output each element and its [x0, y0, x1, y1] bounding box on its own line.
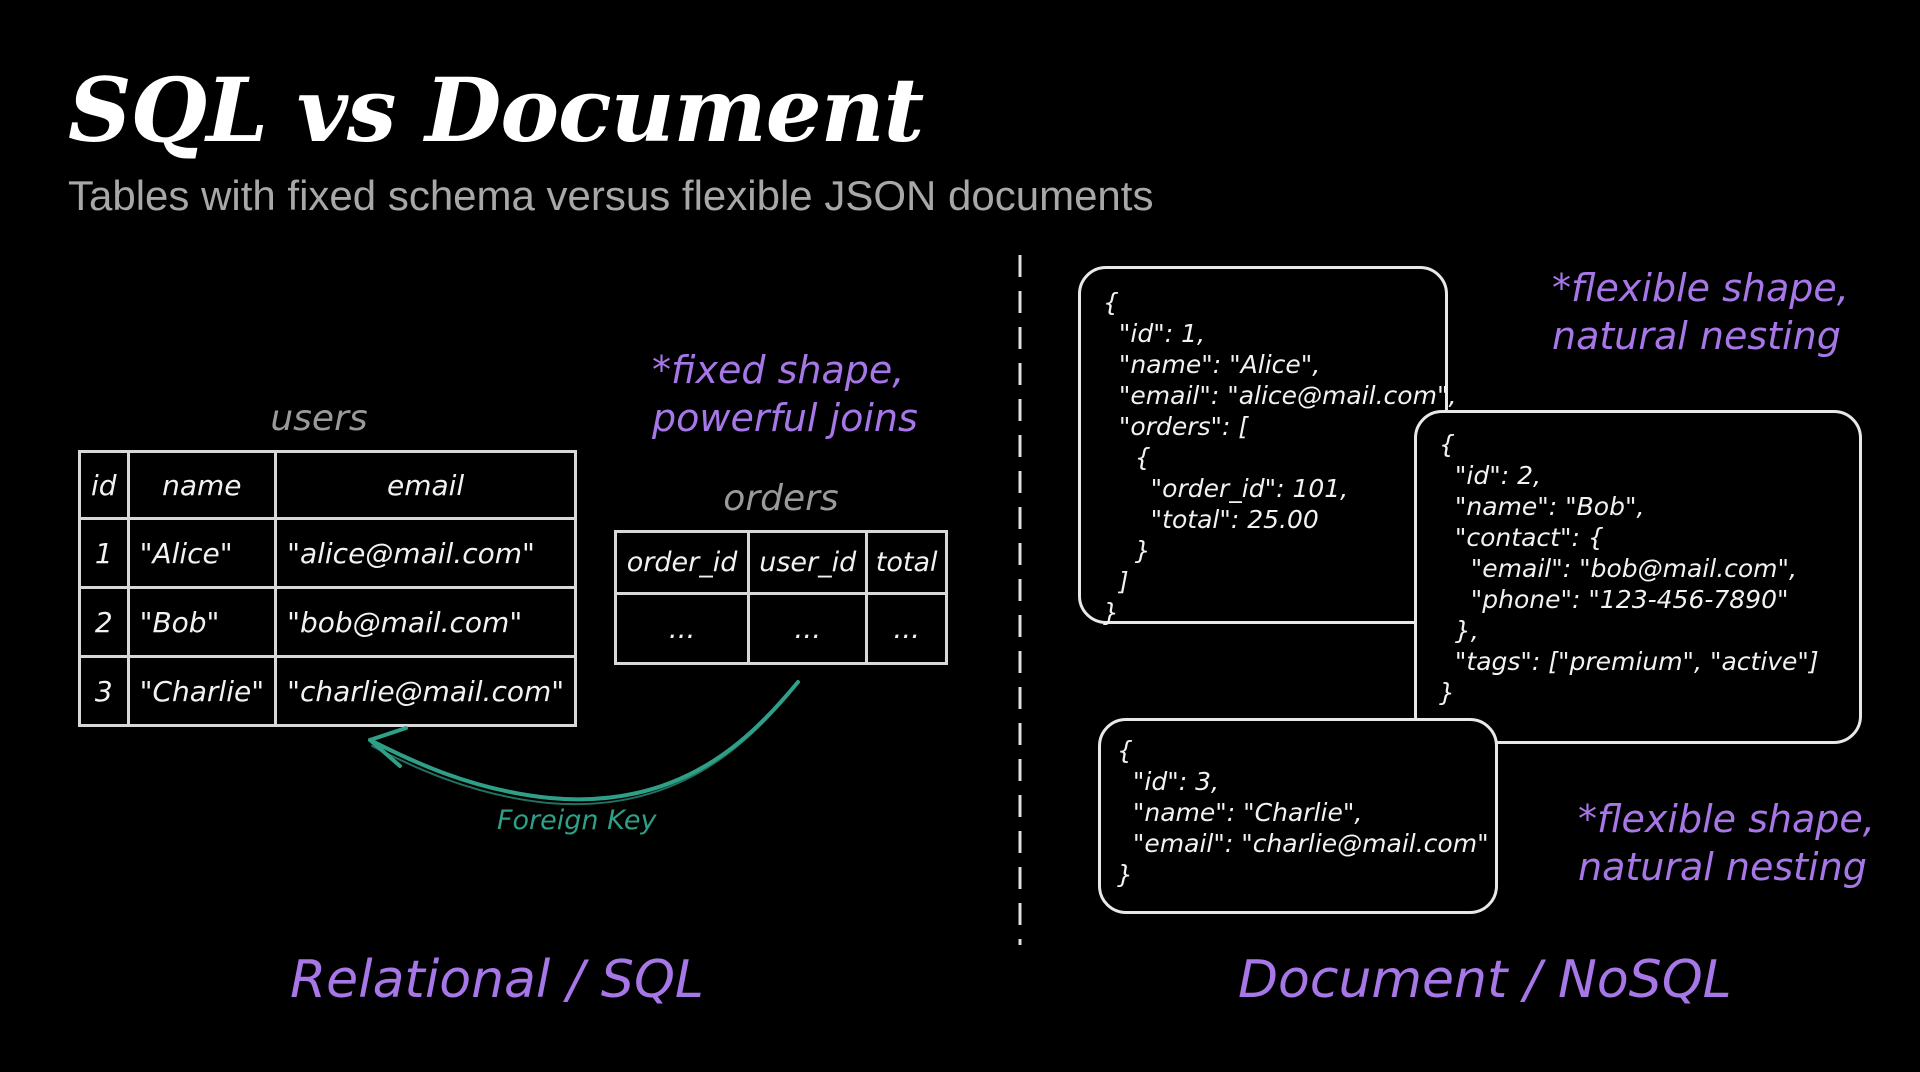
- json-document-charlie: { "id": 3, "name": "Charlie", "email": "…: [1098, 718, 1498, 914]
- relational-note-line1: *fixed shape,: [652, 348, 905, 392]
- relational-note: *fixed shape, powerful joins: [652, 346, 918, 442]
- page-title: SQL vs Document: [68, 58, 924, 162]
- cell-user-id: ...: [747, 592, 869, 665]
- orders-header-row: order_id user_id total: [613, 530, 948, 595]
- column-header-order-id: order_id: [613, 530, 751, 595]
- table-row: ... ... ...: [613, 592, 948, 665]
- json-document-alice: { "id": 1, "name": "Alice", "email": "al…: [1078, 266, 1456, 627]
- cell-id: 2: [78, 586, 130, 658]
- cell-name: "Bob": [126, 586, 278, 658]
- relational-section-label: Relational / SQL: [290, 950, 704, 1010]
- json-document-text: { "id": 1, "name": "Alice", "email": "al…: [1103, 288, 1457, 627]
- cell-name: "Charlie": [126, 655, 278, 727]
- document-note-bottom-line2: natural nesting: [1578, 845, 1867, 889]
- document-note-top-line2: natural nesting: [1552, 314, 1841, 358]
- cell-email: "bob@mail.com": [274, 586, 578, 658]
- users-table: id name email 1 "Alice" "alice@mail.com"…: [78, 450, 578, 727]
- column-header-total: total: [865, 530, 948, 595]
- cell-id: 1: [78, 517, 130, 589]
- json-document-bob: { "id": 2, "name": "Bob", "contact": { "…: [1414, 410, 1862, 744]
- column-header-id: id: [78, 450, 130, 520]
- document-note-top-line1: *flexible shape,: [1552, 266, 1849, 310]
- cell-email: "charlie@mail.com": [274, 655, 578, 727]
- section-divider: [1018, 255, 1022, 945]
- json-document-text: { "id": 2, "name": "Bob", "contact": { "…: [1439, 430, 1819, 707]
- document-note-bottom: *flexible shape, natural nesting: [1578, 795, 1875, 891]
- cell-order-id: ...: [613, 592, 751, 665]
- cell-total: ...: [865, 592, 948, 665]
- cell-id: 3: [78, 655, 130, 727]
- table-row: 1 "Alice" "alice@mail.com": [78, 517, 578, 589]
- table-row: 2 "Bob" "bob@mail.com": [78, 586, 578, 658]
- users-header-row: id name email: [78, 450, 578, 520]
- json-document-text: { "id": 3, "name": "Charlie", "email": "…: [1117, 736, 1489, 889]
- relational-note-line2: powerful joins: [652, 396, 918, 440]
- orders-table: order_id user_id total ... ... ...: [613, 530, 948, 665]
- foreign-key-arrow: [368, 680, 800, 806]
- document-note-top: *flexible shape, natural nesting: [1552, 264, 1849, 360]
- orders-table-caption: orders: [723, 478, 839, 519]
- cell-email: "alice@mail.com": [274, 517, 578, 589]
- cell-name: "Alice": [126, 517, 278, 589]
- table-row: 3 "Charlie" "charlie@mail.com": [78, 655, 578, 727]
- column-header-name: name: [126, 450, 278, 520]
- document-note-bottom-line1: *flexible shape,: [1578, 797, 1875, 841]
- column-header-user-id: user_id: [747, 530, 869, 595]
- column-header-email: email: [274, 450, 578, 520]
- page-subtitle: Tables with fixed schema versus flexible…: [68, 172, 1154, 219]
- users-table-caption: users: [270, 398, 368, 439]
- document-section-label: Document / NoSQL: [1238, 950, 1732, 1010]
- foreign-key-label: Foreign Key: [497, 805, 657, 836]
